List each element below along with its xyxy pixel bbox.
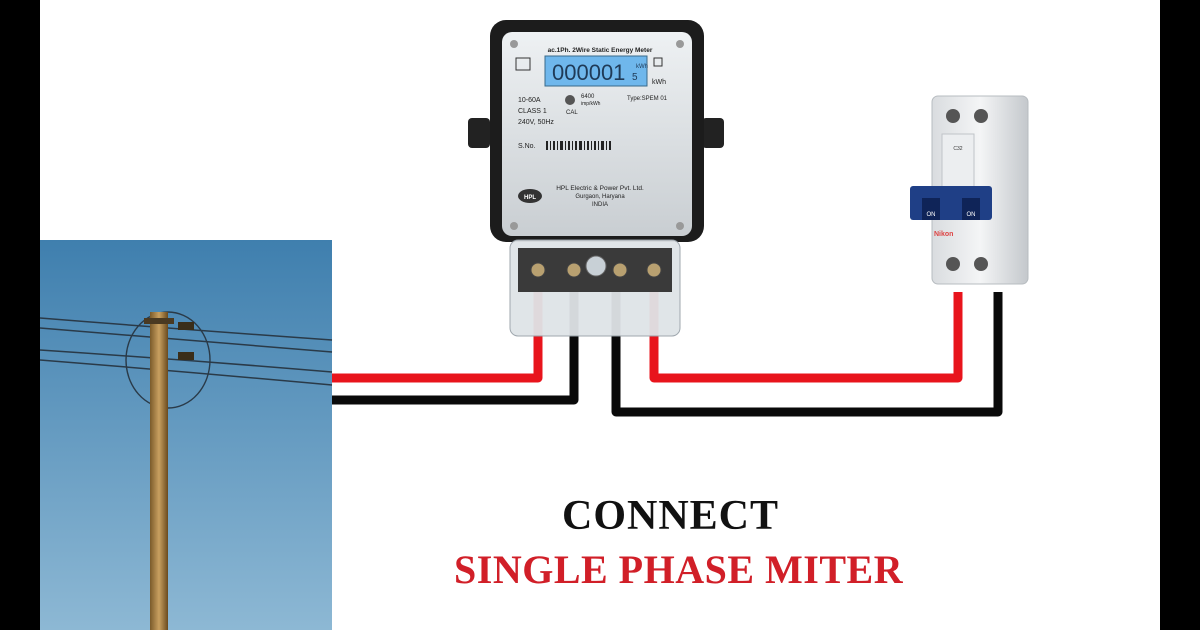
hpl-logo-icon <box>518 189 542 203</box>
overhead-line <box>40 327 333 353</box>
serial-label: S.No. <box>518 143 536 150</box>
meter-mount-left <box>468 118 490 148</box>
current-rating: 10-60A <box>518 97 541 104</box>
accuracy-class: CLASS 1 <box>518 108 547 115</box>
terminal-screw-icon <box>566 262 582 278</box>
sky-background <box>40 240 332 630</box>
terminal-screw-icon <box>946 257 960 271</box>
lcd-reading: 000001 <box>552 60 625 85</box>
meter-type: Type:SPEM 01 <box>627 96 668 102</box>
certification-mark-icon <box>515 57 531 71</box>
meter-mount-right <box>702 118 724 148</box>
breaker-label-plate <box>941 133 975 189</box>
phase-wire-out <box>649 282 963 383</box>
serial-barcode <box>546 141 611 150</box>
breaker-lever-left <box>922 198 940 220</box>
pole <box>150 312 168 630</box>
cal-led-icon <box>565 95 575 105</box>
meter-unit-label: kWh <box>652 79 666 86</box>
manufacturer-city: Gurgaon, Haryana <box>575 194 625 200</box>
overhead-line <box>40 349 333 373</box>
utility-pole-photo <box>40 240 333 630</box>
manufacturer-country: INDIA <box>592 202 608 208</box>
breaker-on-label-left: ON <box>927 212 936 218</box>
lcd-unit: kWh <box>636 64 648 70</box>
impulse-unit: imp/kWh <box>581 101 601 107</box>
screw-icon <box>676 222 684 230</box>
energy-meter: ac.1Ph. 2Wire Static Energy Meter 000001… <box>468 20 724 337</box>
impulse-rate: 6400 <box>581 94 595 100</box>
terminal-screw-icon <box>646 262 662 278</box>
terminal-screw-icon <box>946 109 960 123</box>
breaker-lever-right <box>962 198 980 220</box>
lcd-display <box>544 55 648 87</box>
screw-icon <box>676 40 684 48</box>
square-mark-icon <box>653 57 663 67</box>
screw-icon <box>510 222 518 230</box>
pole-insulator <box>178 352 194 360</box>
headline-single-phase-miter: SINGLE PHASE MITER <box>454 547 904 592</box>
breaker-brand: Nikon <box>934 231 953 238</box>
terminal-screw-icon <box>612 262 628 278</box>
terminal-screw-icon <box>530 262 546 278</box>
overhead-line <box>40 359 333 386</box>
mcb-breaker: C32 ON ON Nikon <box>910 95 1029 285</box>
lcd-decimal: 5 <box>632 72 638 83</box>
pole-insulator <box>144 318 174 324</box>
wiring-diagram: ac.1Ph. 2Wire Static Energy Meter 000001… <box>40 20 1029 630</box>
seal-icon <box>585 255 607 277</box>
phase-wire-in <box>332 282 543 383</box>
terminal-screw-icon <box>974 257 988 271</box>
supply-rating: 240V, 50Hz <box>518 119 554 126</box>
pole-insulator <box>178 322 194 330</box>
neutral-wire-out <box>611 282 1003 417</box>
terminal-screw-icon <box>974 109 988 123</box>
screw-icon <box>510 40 518 48</box>
diagram-canvas: ac.1Ph. 2Wire Static Energy Meter 000001… <box>40 0 1160 630</box>
meter-header: ac.1Ph. 2Wire Static Energy Meter <box>548 47 653 54</box>
headline-connect: CONNECT <box>562 493 780 539</box>
cal-label: CAL <box>566 110 578 116</box>
manufacturer: HPL Electric & Power Pvt. Ltd. <box>556 185 644 192</box>
hpl-logo-text: HPL <box>524 195 536 201</box>
breaker-rating: C32 <box>953 146 962 152</box>
breaker-on-label-right: ON <box>967 212 976 218</box>
